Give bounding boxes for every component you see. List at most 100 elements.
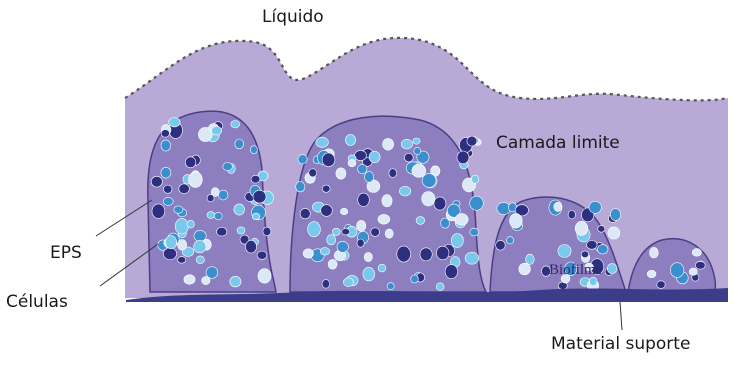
bacterial-cell <box>357 220 366 231</box>
bacterial-cell <box>670 263 684 278</box>
bacterial-cell <box>519 263 531 275</box>
bacterial-cell <box>581 251 588 258</box>
bacterial-cell <box>689 268 697 275</box>
bacterial-cell <box>322 280 330 289</box>
bacterial-cell <box>414 147 421 154</box>
bacterial-cell <box>416 217 425 225</box>
bacterial-cell <box>507 237 514 244</box>
bacterial-cell <box>165 236 176 249</box>
bacterial-cell <box>558 245 571 258</box>
label-boundary-layer: Camada limite <box>496 133 620 153</box>
bacterial-cell <box>610 209 620 221</box>
bacterial-cell <box>342 229 350 235</box>
bacterial-cell <box>526 254 535 264</box>
bacterial-cell <box>470 196 484 210</box>
support-leader-line <box>620 302 622 330</box>
bacterial-cell <box>413 138 420 144</box>
bacterial-cell <box>358 193 370 206</box>
bacterial-cell <box>161 167 171 178</box>
bacterial-cell <box>184 275 195 285</box>
bacterial-cell <box>455 214 468 226</box>
bacterial-cell <box>152 204 165 219</box>
bacterial-cell <box>217 227 227 236</box>
bacterial-cell <box>348 159 356 166</box>
label-liquid: Líquido <box>262 7 324 27</box>
bacterial-cell <box>321 205 333 217</box>
bacterial-cell <box>303 249 313 258</box>
bacterial-cell <box>298 155 307 164</box>
bacterial-cell <box>246 240 257 253</box>
bacterial-cell <box>467 136 477 146</box>
bacterial-cell <box>451 234 463 248</box>
bacterial-cell <box>336 168 346 179</box>
bacterial-cell <box>470 228 479 236</box>
bacterial-cell <box>471 175 478 183</box>
bacterial-cell <box>253 190 266 203</box>
bacterial-cell <box>179 184 190 194</box>
bacterial-cell <box>214 212 222 220</box>
bacterial-cell <box>510 214 523 229</box>
bacterial-cell <box>399 186 410 196</box>
bacterial-cell <box>163 197 173 205</box>
bacterial-cell <box>389 169 397 178</box>
bacterial-cell <box>387 283 394 290</box>
bacterial-cell <box>343 278 353 287</box>
bacterial-cell <box>383 138 394 150</box>
bacterial-cell <box>234 204 245 215</box>
bacterial-cell <box>202 277 210 285</box>
bacterial-cell <box>327 235 336 245</box>
bacterial-cell <box>695 261 705 269</box>
bacterial-cell <box>457 151 469 164</box>
bacterial-cell <box>252 213 260 220</box>
bacterial-cell <box>657 281 665 289</box>
bacterial-cell <box>364 252 372 261</box>
bacterial-cell <box>320 248 329 256</box>
bacterial-cell <box>357 239 364 247</box>
bacterial-cell <box>378 214 390 224</box>
bacterial-cell <box>251 175 260 183</box>
bacterial-cell <box>382 195 392 207</box>
bacterial-cell <box>169 118 180 127</box>
bacterial-cell <box>401 139 412 149</box>
bacterial-cell <box>187 220 194 228</box>
bacterial-cell <box>358 164 367 173</box>
bacterial-cell <box>194 240 206 252</box>
bacterial-cell <box>589 201 601 213</box>
bacterial-cell <box>257 251 267 259</box>
bacterial-cell <box>211 126 221 135</box>
bacterial-cell <box>337 241 348 252</box>
bacterial-cell <box>420 248 432 261</box>
bacterial-cell <box>178 257 186 264</box>
bacterial-cell <box>332 228 340 235</box>
bacterial-cell <box>422 192 435 206</box>
bacterial-cell <box>175 218 188 234</box>
bacterial-cell <box>300 208 310 218</box>
bacterial-cell <box>597 245 608 254</box>
bacterial-cell <box>328 259 337 269</box>
bacterial-cell <box>598 226 605 233</box>
bacterial-cell <box>412 164 426 177</box>
bacterial-cell <box>189 172 203 188</box>
bacterial-cell <box>587 241 598 250</box>
bacterial-cell <box>369 151 380 163</box>
bacterial-cell <box>258 269 271 283</box>
bacterial-cell <box>355 150 367 160</box>
bacterial-cell <box>607 264 617 274</box>
bacterial-cell <box>554 202 562 211</box>
bacterial-cell <box>218 190 228 200</box>
bacterial-cell <box>650 247 659 258</box>
bacterial-cell <box>647 270 656 277</box>
bacterial-cell <box>223 163 233 171</box>
bacterial-cell <box>178 240 187 251</box>
bacterial-cell <box>163 185 172 193</box>
bacterial-cell <box>436 283 444 291</box>
bacterial-cell <box>296 182 305 192</box>
bacterial-cell <box>308 222 321 237</box>
bacterial-cell <box>230 276 241 287</box>
bacterial-cell <box>206 267 218 279</box>
bacterial-cell <box>185 157 196 168</box>
bacterial-cell <box>207 212 215 219</box>
bacterial-cell <box>322 185 330 192</box>
